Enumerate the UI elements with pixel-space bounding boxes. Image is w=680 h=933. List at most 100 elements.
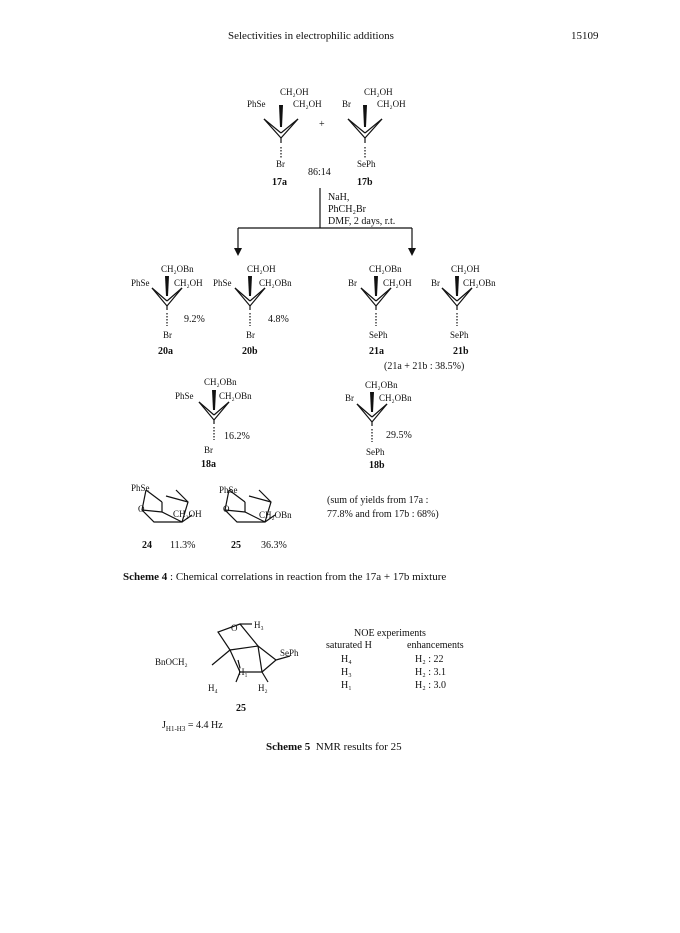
24-label: 24 (142, 540, 152, 551)
coupling-value: = 4.4 Hz (187, 720, 223, 731)
20b-br: Br (246, 330, 255, 340)
25-label: 25 (231, 540, 241, 551)
scheme5-h4: H₄ (208, 683, 218, 693)
scheme5-oxygen: O (231, 623, 238, 633)
structure-25-nmr (211, 623, 291, 683)
18a-label: 18a (201, 459, 216, 470)
20b-label: 20b (242, 346, 258, 357)
scheme5-caption-label: Scheme 5 (266, 741, 311, 753)
structure-17a (263, 105, 299, 159)
scheme5-h3: H₃ (254, 620, 264, 630)
18a-ch2obn-right: CH₂OBn (219, 391, 252, 401)
coupling-constant: JH1-H3 = 4.4 Hz (162, 721, 223, 733)
combined-yield-note: (21a + 21b : 38.5%) (384, 361, 465, 372)
noe-row-1-saturated: H₄ (341, 654, 352, 665)
noe-title: NOE experiments (354, 628, 426, 639)
21a-label: 21a (369, 346, 384, 357)
20b-yield: 4.8% (268, 314, 289, 325)
18a-br: Br (204, 445, 213, 455)
21b-seph: SePh (450, 330, 469, 340)
25-yield: 36.3% (261, 540, 287, 551)
structure-24 (141, 489, 193, 523)
scheme5-bnoch2: BnOCH₂ (155, 657, 188, 667)
25-ch2obn: CH₂OBn (259, 510, 292, 520)
noe-row-1-enhancement: H₂ : 22 (415, 654, 444, 665)
20a-yield: 9.2% (184, 314, 205, 325)
20a-label: 20a (158, 346, 173, 357)
18a-phse: PhSe (175, 391, 194, 401)
structure-21b (441, 276, 473, 326)
reagent-line-1: NaH, (328, 192, 350, 203)
running-title: Selectivities in electrophilic additions (228, 30, 394, 42)
18b-label: 18b (369, 460, 385, 471)
18b-ch2obn-top: CH₂OBn (365, 380, 398, 390)
18b-br: Br (345, 393, 354, 403)
21a-ch2obn: CH₂OBn (369, 264, 402, 274)
17a-ch2oh-top: CH₂OH (280, 87, 309, 97)
noe-row-3-enhancement: H₂ : 3.0 (415, 680, 446, 691)
coupling-subscript: H1-H3 (165, 725, 186, 733)
20b-ch2oh: CH₂OH (247, 264, 276, 274)
structure-20a (151, 276, 183, 326)
17b-br: Br (342, 99, 351, 109)
structure-18a (198, 390, 230, 440)
21a-seph: SePh (369, 330, 388, 340)
noe-row-3-saturated: H₁ (341, 680, 352, 691)
structure-20b (234, 276, 266, 326)
scheme5-seph: SePh (280, 648, 299, 658)
17a-label: 17a (272, 177, 287, 188)
noe-row-2-enhancement: H₂ : 3.1 (415, 667, 446, 678)
page-number: 15109 (571, 30, 599, 42)
20b-phse: PhSe (213, 278, 232, 288)
scheme5-caption-text: NMR results for 25 (315, 741, 402, 753)
noe-col-enhancements: enhancements (407, 640, 464, 651)
21b-br: Br (431, 278, 440, 288)
21b-ch2oh: CH₂OH (451, 264, 480, 274)
17a-phse: PhSe (247, 99, 266, 109)
21a-ch2oh: CH₂OH (383, 278, 412, 288)
18b-ch2obn-right: CH₂OBn (379, 393, 412, 403)
20a-phse: PhSe (131, 278, 150, 288)
18b-yield: 29.5% (386, 430, 412, 441)
ratio-label: 86:14 (308, 167, 331, 178)
21b-ch2obn: CH₂OBn (463, 278, 496, 288)
scheme5-caption: Scheme 5 NMR results for 25 (266, 742, 402, 753)
25-phse: PhSe (219, 485, 238, 495)
structure-21a (360, 276, 392, 326)
structure-18b (356, 392, 388, 442)
coupling-symbol: J (162, 720, 166, 731)
sum-yields-note-2: 77.8% and from 17b : 68%) (327, 509, 439, 520)
scheme5-h1: H₁ (238, 667, 248, 677)
21b-label: 21b (453, 346, 469, 357)
reaction-arrow (234, 188, 416, 256)
scheme4-caption-label: Scheme 4 (123, 571, 168, 583)
scheme5-compound-label: 25 (236, 703, 246, 714)
20a-br: Br (163, 330, 172, 340)
24-yield: 11.3% (170, 540, 196, 551)
plus-sign: + (319, 119, 325, 130)
25-oxygen: O (223, 504, 230, 514)
structure-17b (347, 105, 383, 159)
24-oxygen: O (138, 504, 145, 514)
sum-yields-note-1: (sum of yields from 17a : (327, 495, 429, 506)
17b-seph: SePh (357, 159, 376, 169)
20a-ch2obn: CH₂OBn (161, 264, 194, 274)
reagent-line-2: PhCH₂Br (328, 204, 366, 215)
17b-label: 17b (357, 177, 373, 188)
18a-ch2obn-top: CH₂OBn (204, 377, 237, 387)
scheme4-caption-text: : Chemical correlations in reaction from… (170, 571, 447, 583)
17b-ch2oh-top: CH₂OH (364, 87, 393, 97)
scheme4-caption: Scheme 4 : Chemical correlations in reac… (123, 572, 446, 583)
noe-col-saturated: saturated H (326, 640, 372, 651)
24-phse: PhSe (131, 483, 150, 493)
scheme5-h2: H₂ (258, 683, 268, 693)
17a-br: Br (276, 159, 285, 169)
structure-25 (224, 489, 276, 523)
reagent-line-3: DMF, 2 days, r.t. (328, 216, 396, 227)
17a-ch2oh-right: CH₂OH (293, 99, 322, 109)
24-ch2oh: CH₂OH (173, 509, 202, 519)
17b-ch2oh-right: CH₂OH (377, 99, 406, 109)
18a-yield: 16.2% (224, 431, 250, 442)
noe-row-2-saturated: H₃ (341, 667, 352, 678)
18b-seph: SePh (366, 447, 385, 457)
